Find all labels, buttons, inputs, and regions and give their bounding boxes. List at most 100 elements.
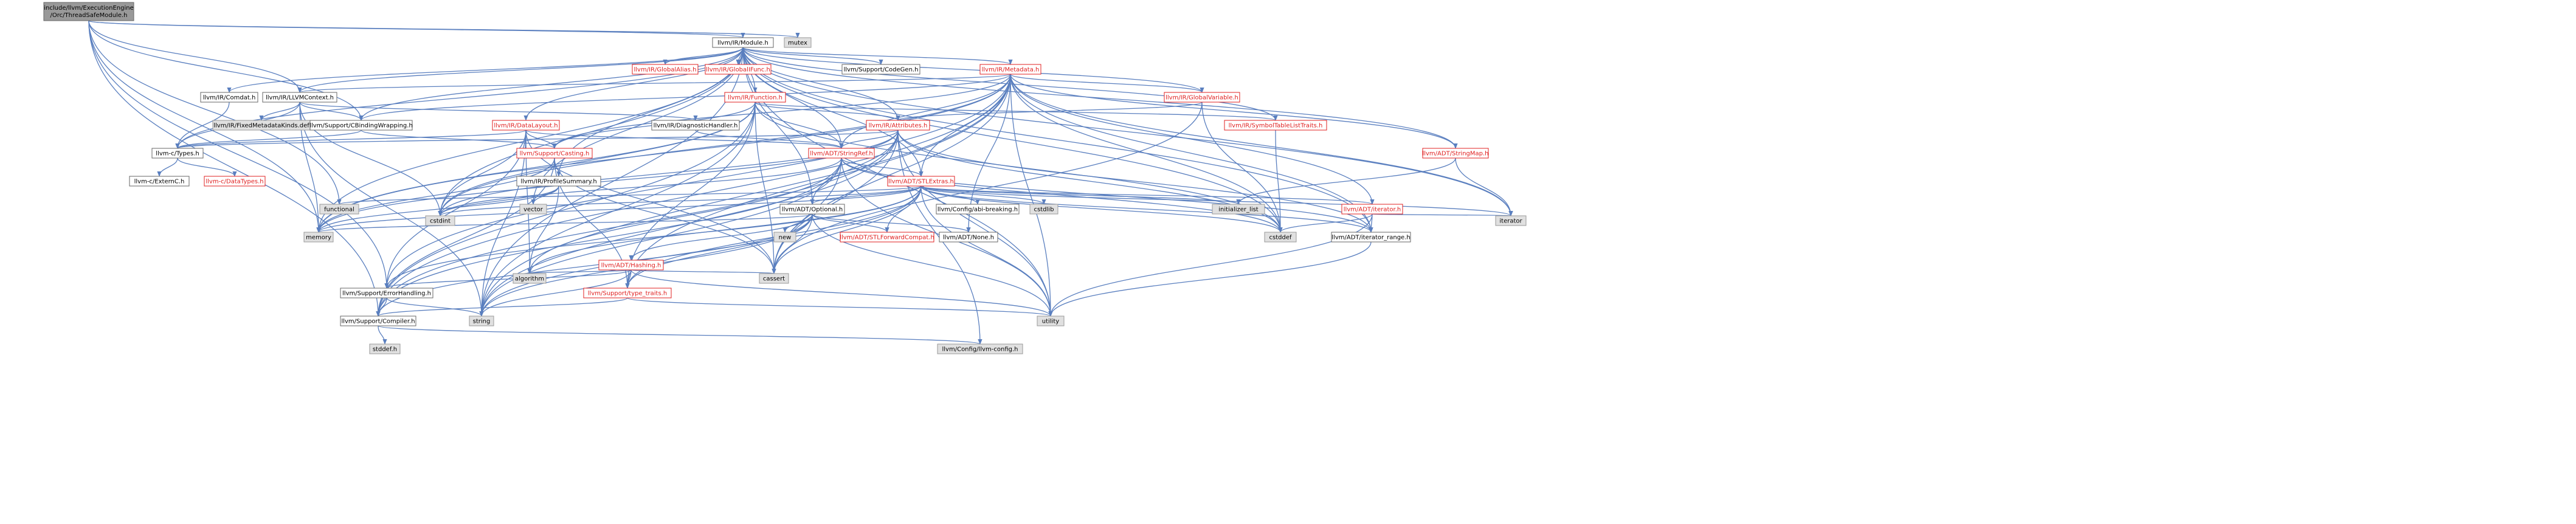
node-label-profilesummary: llvm/IR/ProfileSummary.h: [520, 179, 596, 185]
edge-root-to-llvmcontext: [88, 20, 302, 93]
node-label-mutex: mutex: [788, 40, 807, 47]
edge-datalayout-to-string: [479, 129, 527, 317]
edge-stlextras-to-iteratorstd: [920, 185, 1513, 216]
node-globalalias[interactable]: llvm/IR/GlobalAlias.h: [632, 64, 699, 75]
edge-module-to-globalvariable: [742, 47, 1204, 93]
node-globalifunc[interactable]: llvm/IR/GlobalIFunc.h: [705, 64, 772, 75]
node-root[interactable]: include/llvm/ExecutionEngine/Orc/ThreadS…: [43, 2, 134, 21]
node-label-stddef: stddef.h: [373, 346, 397, 353]
node-cassert: cassert: [759, 273, 789, 284]
edge-function-to-attributes: [754, 102, 900, 121]
node-box-root: [43, 2, 134, 21]
node-profilesummary[interactable]: llvm/IR/ProfileSummary.h: [516, 176, 601, 187]
edge-datalayout-to-errorhandling: [384, 129, 527, 289]
node-codegen[interactable]: llvm/Support/CodeGen.h: [841, 64, 920, 75]
node-label-errorhandling: llvm/Support/ErrorHandling.h: [342, 291, 431, 297]
edge-diaghandler-to-stringref: [695, 129, 844, 149]
edge-stlextras-to-optional: [810, 185, 922, 205]
node-algorithm: algorithm: [513, 273, 547, 284]
edge-iteratorh-to-utility: [1048, 213, 1373, 317]
node-box-utility: [1037, 315, 1065, 326]
node-label-globalalias: llvm/IR/GlobalAlias.h: [634, 67, 696, 74]
edge-root-to-functional: [88, 20, 342, 205]
edge-module-to-cbinding: [359, 47, 744, 121]
node-label-compiler: llvm/Support/Compiler.h: [341, 319, 415, 325]
node-typetraits[interactable]: llvm/Support/type_traits.h: [583, 288, 672, 298]
edge-metadata-to-errorhandling: [384, 74, 1011, 289]
node-externc[interactable]: llvm-c/ExternC.h: [129, 176, 190, 187]
edge-metadata-to-cassert: [772, 74, 1011, 274]
edge-profilesummary-to-memory: [316, 185, 559, 233]
edge-attributes-to-ctypes: [176, 129, 899, 149]
node-comdat[interactable]: llvm/IR/Comdat.h: [200, 92, 258, 103]
node-box-stringref: [808, 148, 875, 159]
edge-root-to-compiler: [88, 20, 381, 317]
node-box-cstdlib: [1029, 204, 1058, 215]
node-box-stlextras: [887, 176, 955, 187]
node-label-datatypes: llvm-c/DataTypes.h: [205, 179, 263, 185]
node-label-functional: functional: [324, 207, 354, 213]
edge-optional-to-utility: [812, 213, 1053, 317]
edge-stlextras-to-iterrange: [920, 185, 1373, 233]
edge-profilesummary-to-algorithm: [527, 185, 559, 274]
node-box-globalifunc: [705, 64, 772, 75]
node-optional[interactable]: llvm/ADT/Optional.h: [779, 204, 845, 215]
node-box-metadata: [979, 64, 1041, 75]
node-utility: utility: [1037, 315, 1065, 326]
node-ctypes[interactable]: llvm-c/Types.h: [151, 148, 204, 159]
node-stlextras[interactable]: llvm/ADT/STLExtras.h: [887, 176, 955, 187]
node-box-codegen: [841, 64, 920, 75]
node-hashing[interactable]: llvm/ADT/Hashing.h: [598, 260, 664, 271]
edge-root-to-errorhandling: [88, 20, 389, 289]
node-label-llvmconfig: llvm/Config/llvm-config.h: [942, 346, 1018, 353]
edge-optional-to-typetraits: [625, 213, 813, 289]
node-box-function: [724, 92, 786, 103]
edge-comdat-to-ctypes: [175, 102, 230, 149]
node-label-symtab: llvm/IR/SymbolTableListTraits.h: [1229, 123, 1323, 129]
node-compiler[interactable]: llvm/Support/Compiler.h: [340, 315, 416, 326]
edge-module-to-metadata: [742, 47, 1013, 65]
edge-optional-to-cassert: [772, 213, 813, 274]
node-diaghandler[interactable]: llvm/IR/DiagnosticHandler.h: [651, 120, 740, 131]
node-function[interactable]: llvm/IR/Function.h: [724, 92, 786, 103]
node-label-stlextras: llvm/ADT/STLExtras.h: [888, 179, 954, 185]
node-label-vector: vector: [523, 207, 544, 213]
node-label-datalayout: llvm/IR/DataLayout.h: [494, 123, 558, 129]
node-box-iteratorh: [1341, 204, 1403, 215]
node-globalvariable[interactable]: llvm/IR/GlobalVariable.h: [1164, 92, 1240, 103]
edge-module-to-globalalias: [663, 47, 744, 65]
node-abibreaking[interactable]: llvm/Config/abi-breaking.h: [936, 204, 1020, 215]
node-box-hashing: [598, 260, 664, 271]
node-errorhandling[interactable]: llvm/Support/ErrorHandling.h: [340, 288, 433, 298]
edge-stlextras-to-cstddef: [920, 185, 1283, 233]
edge-attributes-to-cstdint: [438, 129, 899, 216]
edge-stlextras-to-iteratorh: [920, 185, 1375, 205]
node-stringmap[interactable]: llvm/ADT/StringMap.h: [1422, 148, 1489, 159]
node-symtab[interactable]: llvm/IR/SymbolTableListTraits.h: [1224, 120, 1327, 131]
node-casting[interactable]: llvm/Support/Casting.h: [516, 148, 593, 159]
edge-stlextras-to-cassert: [772, 185, 922, 274]
node-iteratorh[interactable]: llvm/ADT/iterator.h: [1341, 204, 1403, 215]
edge-symtab-to-cstddef: [1275, 129, 1283, 233]
node-iterrange[interactable]: llvm/ADT/iterator_range.h: [1331, 232, 1411, 243]
node-llvmcontext[interactable]: llvm/IR/LLVMContext.h: [262, 92, 337, 103]
node-box-stringmap: [1422, 148, 1489, 159]
node-datatypes[interactable]: llvm-c/DataTypes.h: [204, 176, 266, 187]
node-label-function: llvm/IR/Function.h: [728, 95, 782, 102]
node-metadata[interactable]: llvm/IR/Metadata.h: [979, 64, 1041, 75]
node-cbinding[interactable]: llvm/Support/CBindingWrapping.h: [309, 120, 413, 131]
node-label-optional: llvm/ADT/Optional.h: [782, 207, 843, 213]
node-fixedmd: llvm/IR/FixedMetadataKinds.def: [212, 120, 311, 131]
node-label-hashing: llvm/ADT/Hashing.h: [601, 263, 661, 269]
edge-ctypes-to-externc: [157, 157, 178, 177]
node-module[interactable]: llvm/IR/Module.h: [712, 37, 774, 48]
node-attributes[interactable]: llvm/IR/Attributes.h: [866, 120, 930, 131]
node-stringref[interactable]: llvm/ADT/StringRef.h: [808, 148, 875, 159]
node-stlforward[interactable]: llvm/ADT/STLForwardCompat.h: [840, 232, 934, 243]
edge-root-to-cbinding: [88, 20, 364, 121]
edge-metadata-to-iteratorstd: [1010, 74, 1513, 216]
node-none[interactable]: llvm/ADT/None.h: [939, 232, 998, 243]
node-box-iterrange: [1331, 232, 1411, 243]
node-datalayout[interactable]: llvm/IR/DataLayout.h: [492, 120, 560, 131]
node-label-iteratorh: llvm/ADT/iterator.h: [1344, 207, 1401, 213]
